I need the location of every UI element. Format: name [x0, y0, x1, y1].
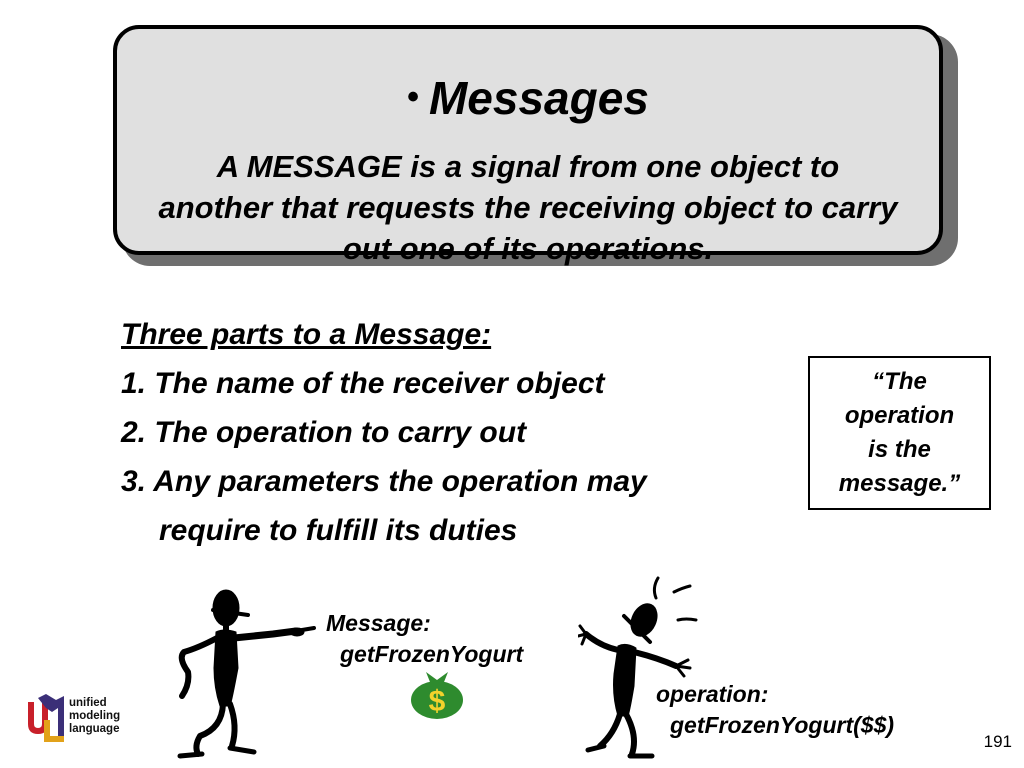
- stick-figure-surprised-icon: [578, 576, 698, 759]
- part-item-continuation: require to fulfill its duties: [159, 514, 518, 547]
- title-bullet: •: [407, 78, 419, 116]
- page-number: 191: [983, 732, 1012, 751]
- quote-line: “The: [872, 368, 927, 395]
- operation-label: operation: getFrozenYogurt($$): [656, 679, 894, 741]
- quote-box: “The operation is the message.”: [808, 356, 991, 510]
- uml-logo-text: unified modeling language: [69, 697, 120, 736]
- uml-logo-icon: [28, 694, 64, 742]
- operation-label-value: getFrozenYogurt($$): [670, 712, 895, 738]
- message-parts-list: Three parts to a Message: 1. The name of…: [121, 310, 761, 555]
- message-definition: A MESSAGE is a signal from one object to…: [158, 149, 898, 266]
- logo-line: language: [69, 723, 120, 735]
- money-bag-icon: $: [411, 672, 463, 719]
- money-symbol: $: [429, 685, 446, 718]
- message-label: Message: getFrozenYogurt: [326, 608, 523, 670]
- message-label-value: getFrozenYogurt: [340, 641, 524, 667]
- message-label-title: Message:: [326, 610, 431, 636]
- quote-line: is the: [868, 436, 931, 463]
- part-item: 3. Any parameters the operation may: [121, 465, 647, 498]
- parts-heading: Three parts to a Message:: [121, 318, 492, 351]
- part-item: 1. The name of the receiver object: [121, 367, 605, 400]
- quote-line: operation: [844, 402, 955, 429]
- quote-line: message.”: [838, 470, 961, 497]
- title-text: Messages: [428, 72, 649, 124]
- stick-figure-pointing-icon: [177, 589, 316, 759]
- slide-title: •Messages: [117, 69, 939, 126]
- logo-line: modeling: [69, 710, 121, 722]
- title-box: •Messages A MESSAGE is a signal from one…: [113, 25, 943, 266]
- operation-label-title: operation:: [656, 681, 769, 707]
- logo-line: unified: [69, 697, 107, 709]
- part-item: 2. The operation to carry out: [121, 416, 527, 449]
